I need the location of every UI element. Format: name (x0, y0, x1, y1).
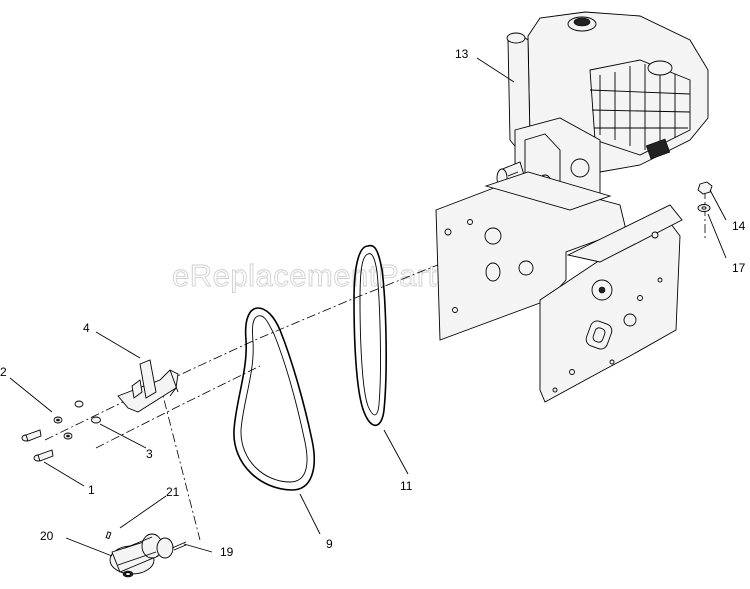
frame-plate (435, 171, 683, 403)
bolts-washers (21, 400, 101, 462)
callout-4: 4 (83, 321, 90, 335)
v-belt-11 (353, 244, 387, 427)
callout-17: 17 (732, 261, 746, 275)
callout-13: 13 (455, 47, 469, 61)
pulley-assembly (105, 531, 187, 578)
callout-2: 2 (0, 365, 7, 379)
leader-lines (9, 57, 727, 557)
callout-3: 3 (146, 447, 153, 461)
callout-9: 9 (326, 537, 333, 551)
callout-21: 21 (166, 485, 180, 499)
callout-11: 11 (400, 479, 413, 493)
nut-and-washer (697, 181, 713, 212)
callout-14: 14 (732, 219, 746, 233)
v-belt-9 (233, 307, 315, 491)
callout-20: 20 (40, 529, 54, 543)
engine (496, 11, 709, 226)
part-numbers: 13 14 17 4 2 3 1 9 11 21 20 19 (0, 47, 746, 559)
idler-bracket (117, 359, 179, 413)
callout-1: 1 (88, 483, 95, 497)
callout-19: 19 (220, 545, 234, 559)
